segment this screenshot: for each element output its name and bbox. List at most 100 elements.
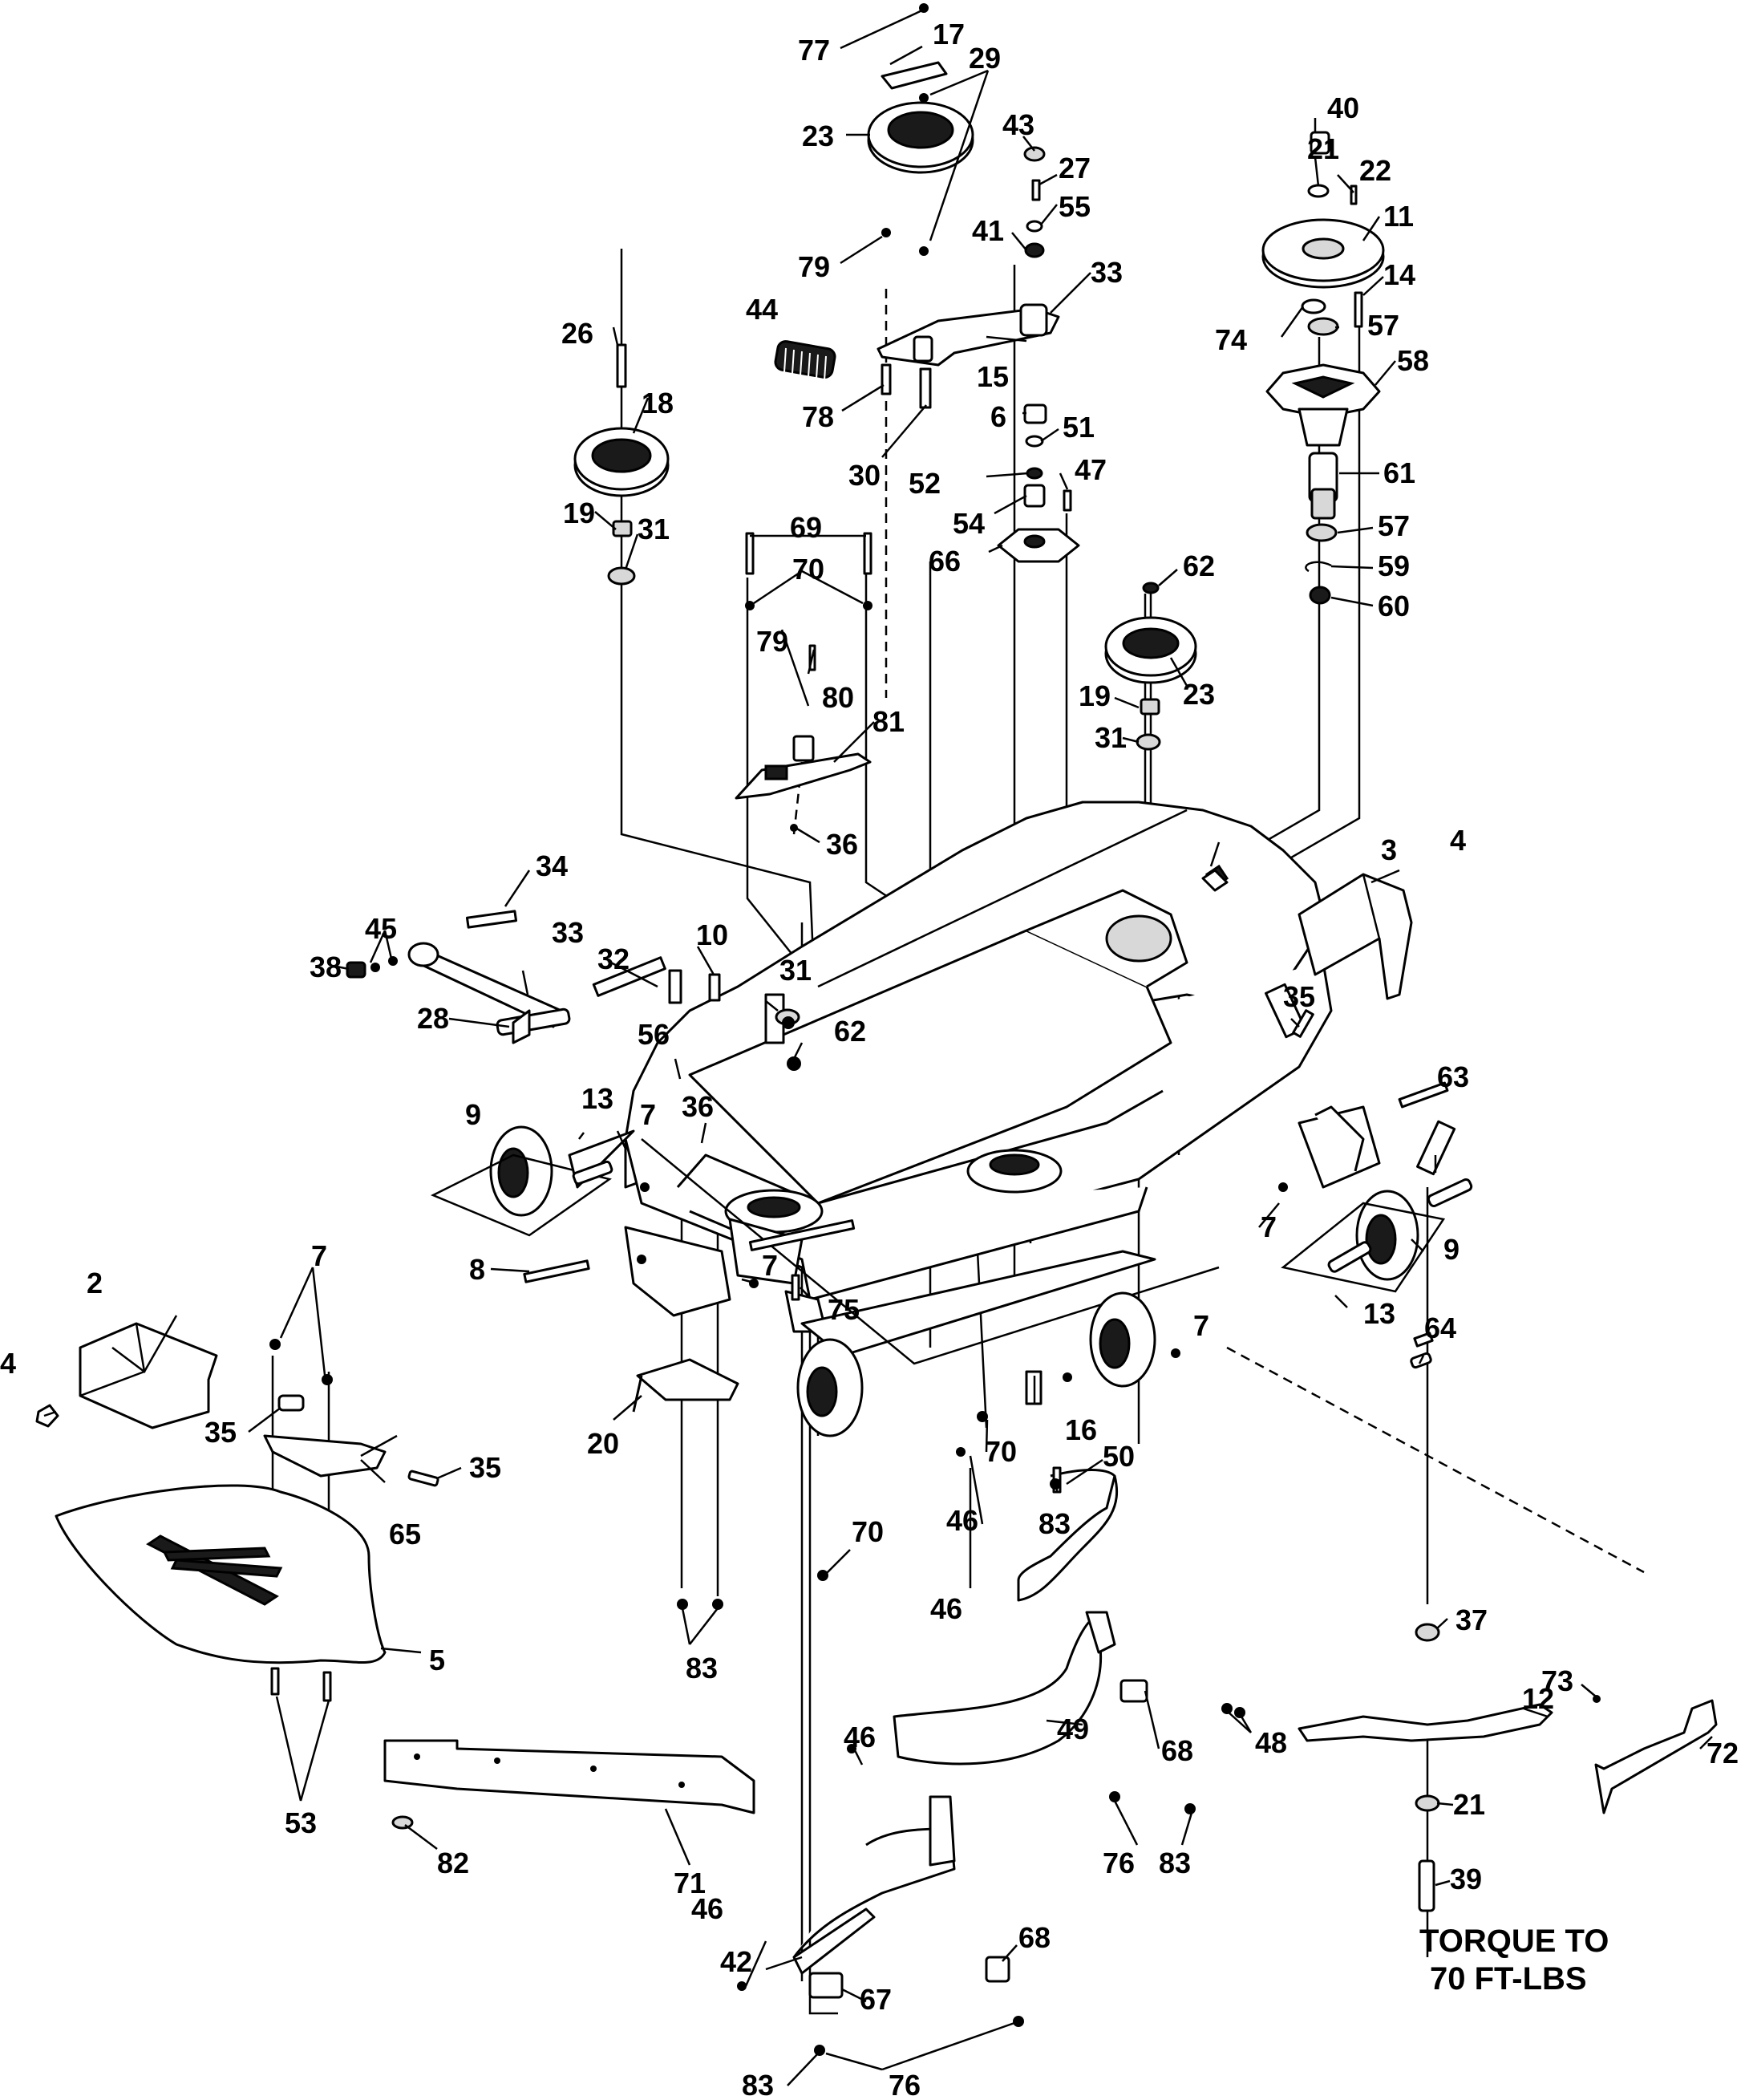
callout-57-upper: 57 [1367, 309, 1399, 342]
callout-38: 38 [310, 951, 342, 983]
callout-13: 13 [581, 1082, 613, 1115]
callout-66: 66 [929, 545, 961, 578]
callout-31-center: 31 [1095, 721, 1127, 754]
spring-icon [774, 340, 836, 381]
callout-7: 7 [640, 1098, 656, 1131]
callout-39: 39 [1450, 1863, 1482, 1895]
callout-67: 67 [860, 1983, 892, 2016]
callout-83: 83 [1038, 1507, 1071, 1540]
callout-70-front: 70 [852, 1515, 884, 1548]
deck-logo [146, 1534, 283, 1606]
caster-wheel-front-left [796, 1338, 864, 1437]
callout-33: 33 [1091, 256, 1123, 289]
callout-11: 11 [1383, 200, 1414, 233]
belt-cover-right [1201, 864, 1413, 1000]
callout-74: 74 [1215, 323, 1247, 356]
callout-83-bottom: 83 [742, 2069, 774, 2100]
callout-44: 44 [746, 293, 778, 326]
callout-35-latch: 35 [469, 1451, 501, 1484]
latch-bracket [263, 1009, 1314, 1487]
callout-15: 15 [977, 360, 1009, 393]
callout-7-right: 7 [1261, 1210, 1277, 1243]
callout-43: 43 [1002, 108, 1034, 141]
torque-note-line2: 70 FT-LBS [1430, 1961, 1587, 1997]
callout-32: 32 [597, 943, 630, 975]
callout-16: 16 [1065, 1413, 1097, 1446]
left-pulley-assembly [573, 343, 670, 586]
callout-58: 58 [1397, 344, 1429, 377]
callout-45: 45 [365, 912, 397, 945]
callout-27: 27 [1059, 152, 1091, 184]
callout-7-front-right: 7 [1193, 1309, 1209, 1342]
callout-68: 68 [1161, 1734, 1193, 1767]
torque-note: TORQUE TO 70 FT-LBS [1419, 1924, 1609, 1997]
callout-19-center: 19 [1079, 679, 1111, 712]
callout-4: 4 [1450, 824, 1466, 857]
callout-61: 61 [1383, 456, 1415, 489]
callout-46-bottom: 46 [691, 1892, 723, 1925]
callout-71: 71 [674, 1867, 706, 1899]
callout-36: 36 [826, 828, 858, 861]
leader-lines [43, 8, 1713, 2086]
callout-51: 51 [1063, 411, 1095, 444]
callout-40: 40 [1327, 91, 1359, 124]
callout-35: 35 [1283, 980, 1315, 1013]
callout-73: 73 [1541, 1664, 1573, 1697]
callout-46-front: 46 [844, 1721, 876, 1753]
callout-47: 47 [1075, 453, 1107, 486]
callout-31: 31 [638, 513, 670, 545]
callout-31-deck: 31 [779, 954, 812, 987]
callout-26: 26 [561, 317, 593, 350]
discharge-chute [55, 1484, 387, 1702]
callout-77: 77 [798, 34, 830, 67]
caster-wheel-right [1281, 1190, 1446, 1293]
callout-12: 12 [1522, 1682, 1554, 1715]
belt-cover-left [35, 1322, 218, 1429]
callout-53: 53 [285, 1806, 317, 1839]
mower-deck [624, 801, 1381, 1365]
callout-76-bottom: 76 [889, 2069, 921, 2100]
callout-68-bottom: 68 [1018, 1921, 1051, 1954]
callout-34: 34 [536, 849, 568, 882]
callout-35-left: 35 [204, 1416, 237, 1449]
callout-21-blade: 21 [1453, 1788, 1485, 1821]
callout-7-left: 7 [311, 1239, 327, 1272]
callout-22: 22 [1359, 154, 1391, 187]
callout-65: 65 [389, 1518, 421, 1551]
callout-59: 59 [1378, 549, 1410, 582]
callout-18: 18 [642, 387, 674, 420]
callout-70-deck: 70 [985, 1435, 1017, 1468]
callout-48: 48 [1255, 1726, 1287, 1759]
front-baffle-strip [383, 1739, 755, 1830]
callout-75: 75 [828, 1293, 860, 1326]
callout-62-deck: 62 [834, 1015, 866, 1048]
callout-62: 62 [1183, 549, 1215, 582]
torque-note-line1: TORQUE TO [1419, 1924, 1609, 1959]
callout-6: 6 [990, 400, 1006, 433]
callout-17: 17 [933, 18, 965, 51]
callout-4-left: 4 [0, 1347, 16, 1380]
callout-55: 55 [1059, 190, 1091, 223]
callout-42: 42 [720, 1945, 752, 1978]
callout-14: 14 [1383, 258, 1415, 291]
callout-23-center: 23 [1183, 678, 1215, 711]
callout-23: 23 [802, 120, 834, 152]
callout-37: 37 [1455, 1603, 1488, 1636]
callout-49: 49 [1057, 1713, 1089, 1745]
callout-8: 8 [469, 1253, 485, 1286]
left-baffle-parts [523, 1081, 1473, 1413]
caster-wheels [430, 1125, 1446, 1437]
callout-9: 9 [465, 1098, 481, 1131]
right-spindle-assembly [1261, 131, 1385, 605]
callout-83-right: 83 [1159, 1847, 1191, 1879]
callout-54: 54 [953, 507, 985, 540]
callout-83-center: 83 [686, 1652, 718, 1684]
callout-82: 82 [437, 1847, 469, 1879]
callout-72: 72 [1706, 1737, 1739, 1770]
callout-36-deck: 36 [682, 1090, 714, 1123]
callout-labels: 77 17 29 23 43 27 41 55 79 33 44 15 78 3… [0, 18, 1739, 2100]
lift-arm-assembly [346, 910, 1306, 1071]
callout-56: 56 [638, 1018, 670, 1051]
callout-20: 20 [587, 1427, 619, 1460]
